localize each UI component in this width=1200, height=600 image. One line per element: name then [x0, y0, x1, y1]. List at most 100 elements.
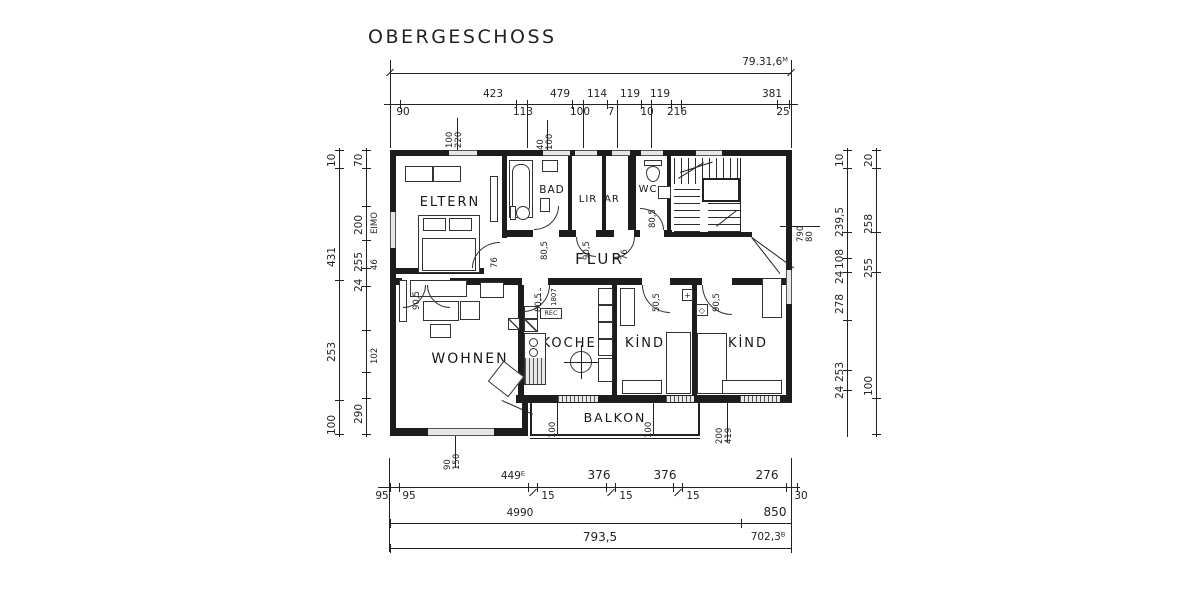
- dim-tick: [791, 544, 792, 553]
- furniture-wardrobe: [762, 278, 782, 318]
- dimension-line: [384, 104, 798, 105]
- dim-label: 290: [353, 403, 365, 424]
- dim-tick: [786, 483, 787, 492]
- dim-label: 70: [353, 153, 365, 167]
- dim-label: 216: [666, 106, 688, 118]
- wall: [516, 395, 792, 403]
- leader-line: [557, 402, 558, 436]
- dim-tick: [335, 168, 344, 169]
- door-opening: [642, 278, 670, 285]
- dim-tick: [335, 150, 344, 151]
- dim-tick: [872, 232, 881, 233]
- room-label-eltern: ELTERN: [419, 195, 481, 210]
- dim-tick: [872, 272, 881, 273]
- door-size-label: 80,5: [648, 209, 658, 228]
- door-opening: [533, 230, 559, 237]
- dim-label: 114: [586, 88, 608, 100]
- dim-tick: [362, 168, 371, 169]
- dim-tick: [537, 483, 538, 492]
- dim-tick: [362, 240, 371, 241]
- dim-label: 278: [834, 293, 846, 314]
- dim-label: 102: [370, 347, 380, 364]
- furniture-chair: [430, 324, 451, 338]
- leader-line: [547, 120, 548, 150]
- window: [696, 150, 722, 156]
- window-size-label: 40 100: [536, 118, 556, 150]
- dim-tick: [362, 268, 371, 269]
- dim-label: EIMO: [370, 212, 380, 234]
- radiator: [508, 318, 520, 330]
- dim-label: 200: [353, 214, 365, 235]
- dim-tick: [673, 483, 674, 492]
- dim-tick: [335, 434, 344, 435]
- wall: [518, 285, 524, 395]
- dim-label: 7: [607, 106, 615, 118]
- dim-tick: [797, 483, 798, 492]
- furniture-bed: [666, 332, 691, 394]
- door-size-label: 90,5: [412, 291, 422, 310]
- dim-label: 449ᴱ: [500, 470, 526, 482]
- dim-tick: [843, 150, 852, 151]
- extension-line: [527, 108, 528, 148]
- dim-tick: [607, 100, 608, 109]
- dim-label: 25: [776, 106, 790, 118]
- door-size-label: 80,5: [534, 293, 544, 312]
- door-opening: [702, 278, 732, 285]
- dim-tick: [362, 286, 371, 287]
- dim-label: 239,5: [834, 206, 846, 237]
- furniture-sofa: [480, 282, 504, 298]
- dim-tick: [362, 206, 371, 207]
- dim-tick: [872, 150, 881, 151]
- window: [740, 396, 780, 402]
- furniture-dresser: [622, 380, 662, 394]
- room-label-wc: WC: [638, 184, 658, 195]
- dim-tick: [362, 150, 371, 151]
- dim-label: 10: [834, 153, 846, 167]
- stair-landing: [702, 178, 740, 202]
- wall: [602, 156, 606, 230]
- dim-label: 381: [761, 88, 783, 100]
- room-label-kind-2: KİND: [727, 336, 769, 351]
- window: [428, 428, 494, 436]
- dim-tick: [362, 398, 371, 399]
- kitchen-cabinet: [524, 319, 538, 332]
- floor-plan: ELTERN BAD LIR AR WC FLUR WOHNEN KOCHEN …: [390, 148, 820, 468]
- kitchen-cabinet: [598, 339, 613, 356]
- door-swing-arc: [534, 206, 559, 230]
- extension-line: [583, 108, 584, 148]
- dim-tick: [741, 519, 742, 528]
- toilet-cistern: [644, 160, 662, 166]
- dim-label: 376: [653, 468, 677, 482]
- wall: [568, 156, 572, 230]
- dim-label: 100: [569, 106, 591, 118]
- dim-tick: [651, 100, 652, 109]
- dim-label: 24: [834, 270, 846, 284]
- dim-label: 46: [370, 259, 380, 270]
- dim-label: 255: [863, 257, 875, 278]
- toilet: [646, 166, 660, 182]
- room-label-lir: LIR: [578, 194, 598, 205]
- dim-tick: [843, 320, 852, 321]
- dim-label: 850: [763, 505, 787, 519]
- dim-tick: [617, 100, 618, 109]
- room-label-kochen: KOCHEN: [541, 336, 609, 351]
- dim-tick: [641, 100, 642, 109]
- leader-line: [727, 402, 728, 442]
- dim-label: 113: [512, 106, 534, 118]
- dim-label: 376: [587, 468, 611, 482]
- wall: [396, 278, 786, 285]
- furniture-bed: [697, 333, 727, 394]
- dim-tick: [516, 100, 517, 109]
- dim-label: 4990: [506, 507, 534, 519]
- dim-slash: [607, 488, 615, 497]
- wall: [502, 156, 507, 238]
- window: [786, 270, 792, 304]
- dim-slash: [529, 488, 537, 497]
- stair-treads: [674, 184, 700, 232]
- kitchen-cabinet: [598, 305, 613, 322]
- dim-label-total-width: 79.31,6ᴹ: [742, 56, 788, 68]
- window: [390, 212, 396, 248]
- door-opening: [522, 278, 548, 285]
- dim-tick: [390, 544, 391, 553]
- extension-line: [617, 108, 618, 148]
